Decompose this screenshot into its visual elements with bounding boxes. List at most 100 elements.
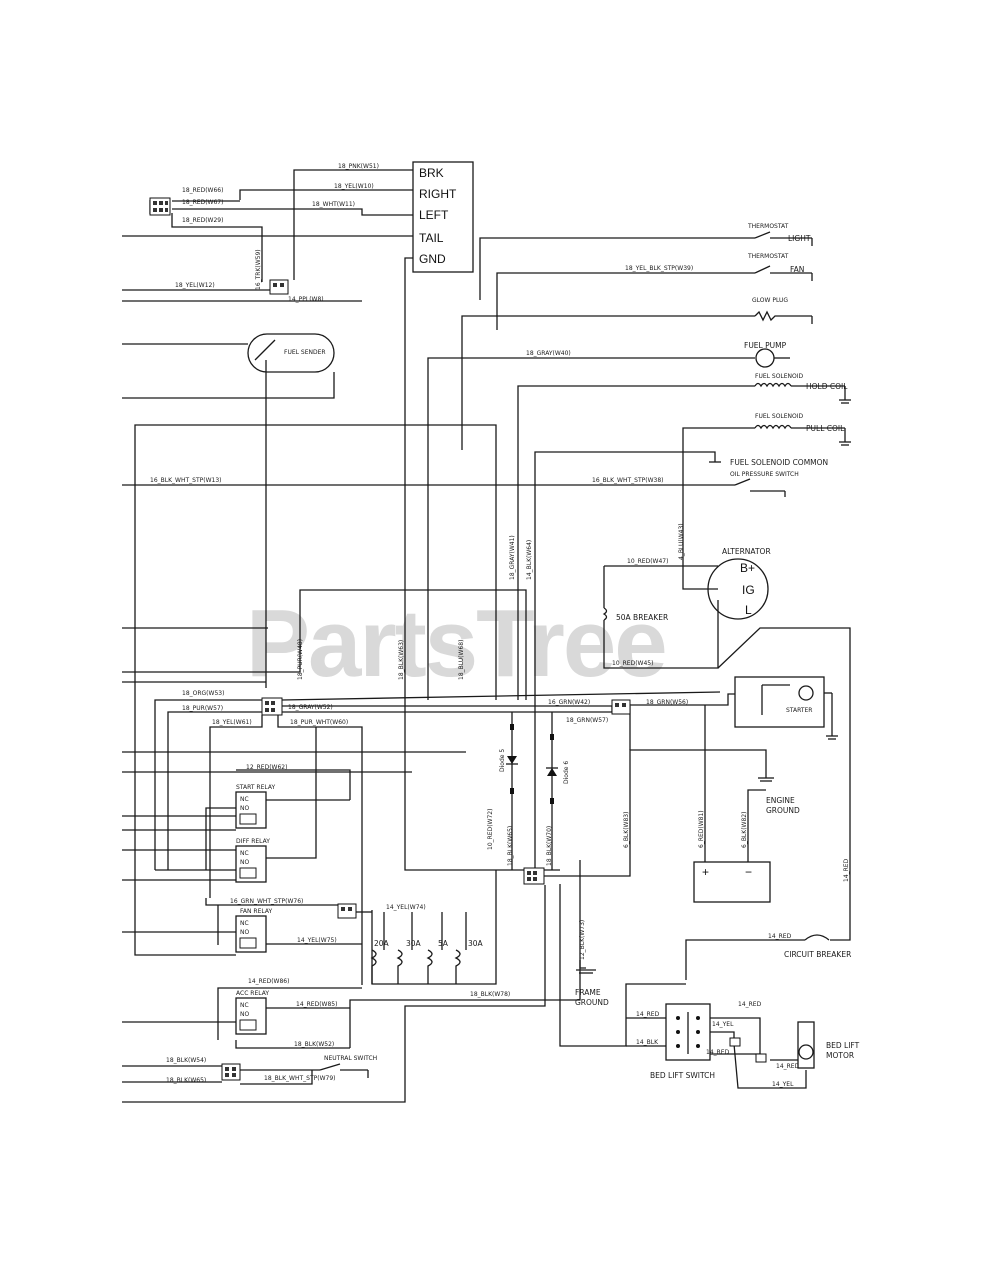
bottom-harness (122, 860, 686, 1103)
thermostat-label-1: THERMOSTAT (747, 223, 789, 230)
fan-relay: FAN RELAY NC NO (122, 700, 372, 956)
wire-label-14red-vert: 14_RED (843, 858, 850, 882)
wire-label-w38: 16_BLK_WHT_STP(W38) (592, 477, 663, 484)
bls-wire-14yel-2: 14_YEL (772, 1081, 794, 1088)
wire-label-w10: 18_YEL(W10) (334, 183, 374, 190)
wire-label-w61: 18_YEL(W61) (212, 719, 252, 726)
central-connector (261, 697, 283, 716)
wire-label-w86: 14_RED(W86) (248, 978, 289, 985)
wire-label-ppl: 14_PPL(W8) (288, 296, 324, 303)
diode-6: Diode 6 (546, 712, 570, 870)
start-relay: START RELAY NC NO (122, 784, 350, 870)
oil-pressure-circuit: OIL PRESSURE SWITCH 16_BLK_WHT_STP(W13) … (122, 471, 799, 497)
oil-pressure-switch-label: OIL PRESSURE SWITCH (730, 471, 799, 478)
wire-label-w45: 10_RED(W45) (612, 660, 653, 667)
fan-relay-label: FAN RELAY (240, 908, 272, 915)
wire-label-w29: 18_RED(W29) (182, 217, 223, 224)
fuel-solenoid-common-label: FUEL SOLENOID COMMON (730, 458, 828, 467)
fuse-20a: 20A (374, 939, 390, 948)
wire-label-w39: 18_YEL_BLK_STP(W39) (625, 265, 693, 272)
wire-label-w51: 18_PNK(W51) (338, 163, 379, 170)
bed-lift-switch: 14_RED 14_BLK 14_RED 14_YEL 14_RED 14_RE… (626, 1001, 807, 1089)
terminal-block: BRK RIGHT LEFT TAIL GND (412, 161, 474, 273)
starter: STARTER (612, 627, 851, 941)
wire-label-w79: 18_BLK_WHT_STP(W79) (264, 1075, 335, 1082)
wire-label-w66: 18_RED(W66) (182, 187, 223, 194)
fuel-sender: FUEL SENDER (122, 333, 335, 399)
bls-connector (729, 1037, 741, 1047)
fuel-pump-label: FUEL PUMP (744, 341, 787, 350)
diode-5: Diode 5 (499, 712, 518, 870)
frame-ground-label-1: FRAME (575, 988, 601, 997)
terminal-brk: BRK (419, 166, 444, 180)
wire-label-w83: 6_BLK(W83) (623, 812, 630, 848)
frame-ground: FRAME GROUND (575, 960, 609, 1007)
thermostat-label-2: THERMOSTAT (747, 253, 789, 260)
fuel-solenoid-label-2: FUEL SOLENOID (755, 413, 804, 420)
wire-label-w40: 18_GRAY(W40) (526, 350, 571, 357)
light-label: LIGHT (788, 234, 811, 243)
bed-lift-switch-label: BED LIFT SWITCH (650, 1071, 715, 1080)
fuse-block: 20A 30A 5A 30A (370, 870, 497, 985)
fan-relay-nc: NC (240, 920, 249, 927)
glow-plug-circuit: GLOW PLUG (461, 297, 813, 450)
start-relay-no: NO (240, 805, 249, 812)
diff-relay-nc: NC (240, 850, 249, 857)
wire-label-w62: 12_RED(W62) (246, 764, 287, 771)
wire-label-w68: 18_BLU(W68) (458, 640, 465, 680)
bls-wire-14red-2: 14_RED (738, 1001, 762, 1008)
fuel-solenoid-label-1: FUEL SOLENOID (755, 373, 804, 380)
connector-light (149, 197, 171, 216)
wire-label-w43: 4_BLU(W43) (678, 523, 685, 560)
pull-coil-label: PULL COIL (806, 424, 845, 433)
wire-label-w11: 18_WHT(W11) (312, 201, 355, 208)
engine-ground-label-1: ENGINE (766, 796, 795, 805)
neutral-switch-label: NEUTRAL SWITCH (324, 1055, 377, 1062)
wire-label-w56: 18_GRN(W56) (646, 699, 688, 706)
bls-wire-14yel-1: 14_YEL (712, 1021, 734, 1028)
starter-label: STARTER (786, 707, 812, 714)
wire-label-14red-cb: 14_RED (768, 933, 792, 940)
fuse-5a: 5A (438, 939, 449, 948)
wire-label-w65b: 18_BLK(W65) (507, 826, 514, 866)
wire-label-w60: 18_PUR_WHT(W60) (290, 719, 348, 726)
wire-label-w63: 18_BLK(W63) (398, 640, 405, 680)
terminal-left: LEFT (419, 208, 449, 222)
wire-label-w57b: 18_GRN(W57) (566, 717, 608, 724)
fuel-solenoid-common: FUEL SOLENOID COMMON (534, 451, 828, 870)
battery: + − 6_RED(W81) 6_BLK(W82) 6_BLK(W83) 14_… (623, 705, 850, 903)
engine-ground-label-2: GROUND (766, 806, 800, 815)
circuit-breaker-label: CIRCUIT BREAKER (784, 950, 851, 959)
bed-lift-motor-icon (798, 1044, 814, 1060)
light-circuit: THERMOSTAT LIGHT (479, 223, 813, 300)
battery-negative: − (745, 865, 752, 879)
wire-label-w67: 18_RED(W67) (182, 199, 223, 206)
start-relay-label: START RELAY (236, 784, 275, 791)
fan-relay-connector (337, 903, 357, 919)
wire-label-w47: 10_RED(W47) (627, 558, 668, 565)
bed-lift-motor-label-2: MOTOR (826, 1051, 854, 1060)
wire-label-w59: 16_TRK(W59) (255, 249, 262, 290)
fuel-pump-circuit: FUEL PUMP 18_GRAY(W40) (427, 341, 790, 700)
fuel-pump-icon (755, 348, 775, 368)
wire-label-w81: 6_RED(W81) (698, 810, 705, 848)
wire-label-w74: 14_YEL(W74) (386, 904, 426, 911)
terminal-gnd: GND (419, 252, 446, 266)
starter-motor-icon (798, 685, 814, 701)
engine-ground: ENGINE GROUND (629, 749, 800, 860)
connector-right-mid (611, 699, 631, 715)
wire-label-w72: 10_RED(W72) (487, 809, 494, 850)
breaker-50a-label: 50A BREAKER (616, 613, 668, 622)
watermark: PartsTree (246, 590, 666, 697)
wire-label-w65: 18_BLK(W65) (166, 1077, 206, 1084)
alternator: ALTERNATOR B+ IG L 10_RED(W47) 4_BLU(W43… (602, 523, 771, 669)
harness-wires-mid (122, 691, 721, 985)
fuel-sender-label: FUEL SENDER (284, 349, 326, 356)
acc-relay-nc: NC (240, 1002, 249, 1009)
wire-label-w64: 14_BLK(W64) (526, 540, 533, 580)
bls-wire-14red-1: 14_RED (636, 1011, 660, 1018)
hold-coil-circuit: FUEL SOLENOID HOLD COIL (517, 373, 851, 700)
motor-connector (755, 1053, 767, 1063)
bls-wire-14red-4: 14_RED (776, 1063, 800, 1070)
fan-label: FAN (790, 265, 804, 274)
